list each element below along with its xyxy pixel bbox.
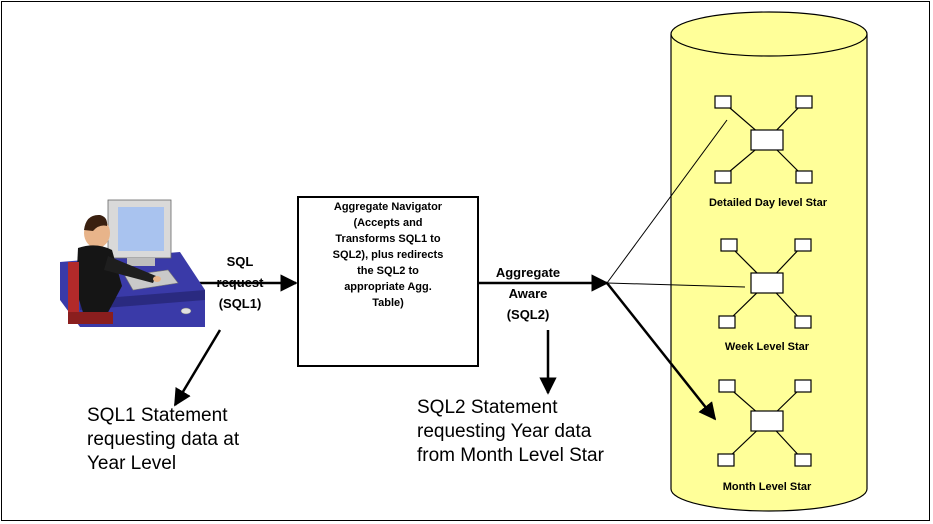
- database-cylinder: [670, 11, 868, 512]
- sql1-statement-text: SQL1 Statement requesting data at Year L…: [87, 405, 240, 474]
- aggregate-aware-label: Aggregate Aware (SQL2): [495, 265, 561, 322]
- aggregate-navigator-box: [297, 196, 479, 367]
- sql1-callout-arrow: [173, 329, 222, 407]
- connector-line: [606, 119, 728, 284]
- star-schema-icon: [714, 95, 813, 184]
- sql-request-label: SQL request (SQL1): [216, 254, 264, 311]
- person-at-computer-icon: [60, 199, 205, 327]
- star-label-day: Detailed Day level Star: [708, 197, 827, 209]
- star-label-month: Month Level Star: [722, 481, 812, 493]
- month-star-arrow: [606, 282, 717, 421]
- star-label-week: Week Level Star: [724, 341, 810, 353]
- star-schema-icon: [718, 238, 812, 329]
- aggregate-navigator-label: Aggregate Navigator (Accepts and Transfo…: [332, 201, 444, 309]
- star-schema-icon: [717, 379, 812, 467]
- connector-line: [606, 282, 746, 288]
- sql2-statement-text: SQL2 Statement requesting Year data from…: [417, 397, 604, 466]
